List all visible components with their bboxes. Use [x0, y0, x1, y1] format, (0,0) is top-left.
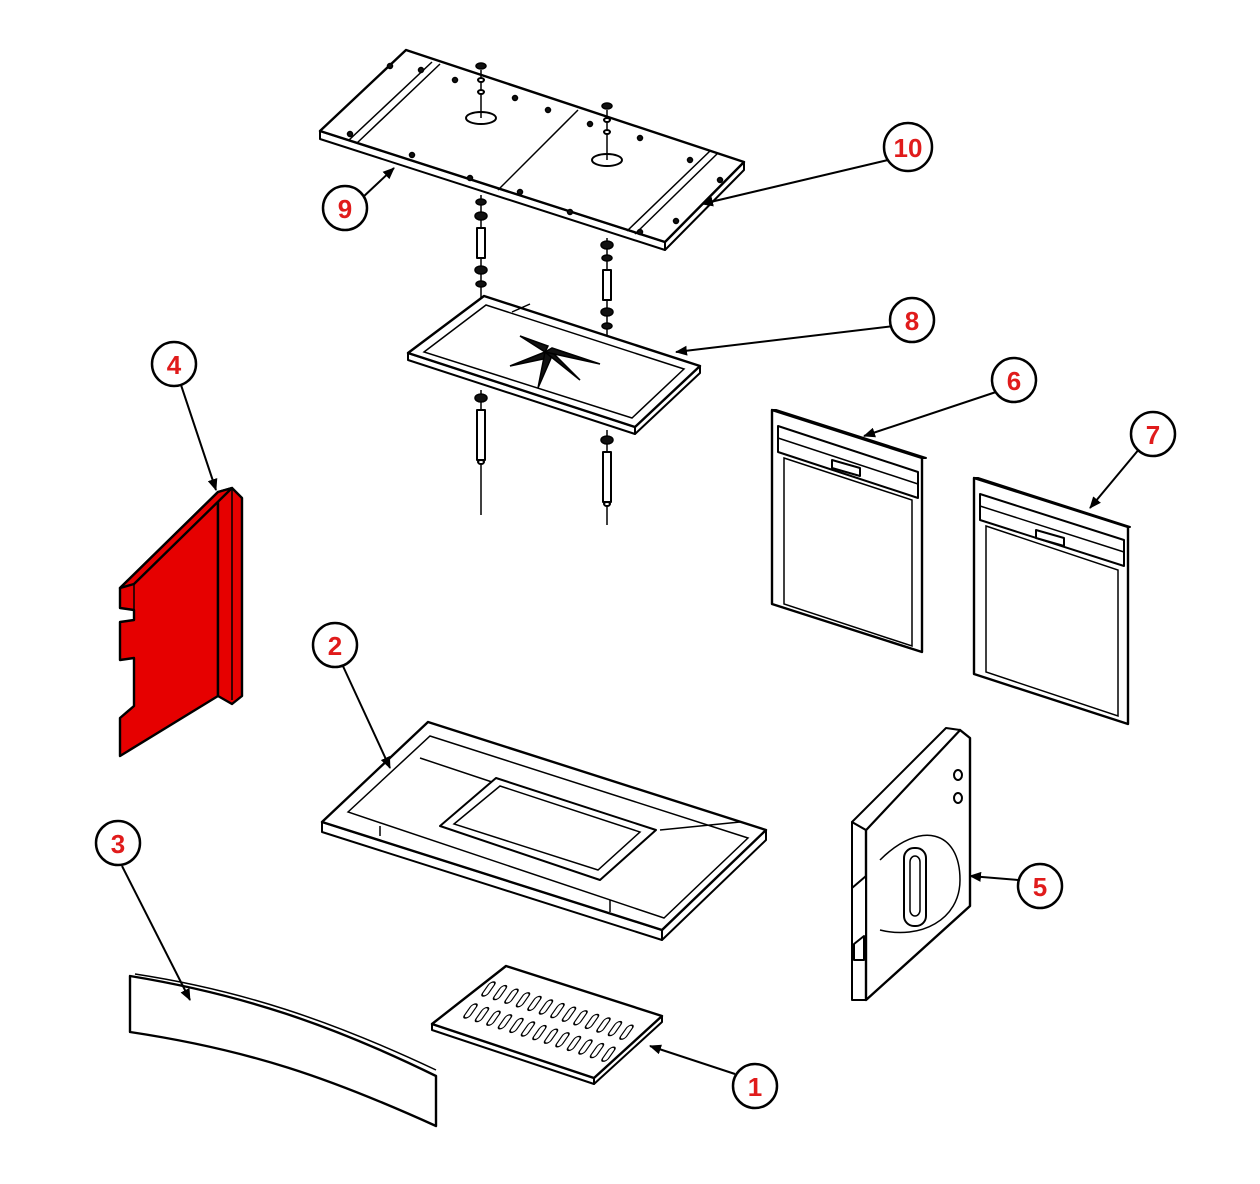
callout-10: 10 [882, 121, 934, 173]
grate-slot [573, 1010, 588, 1026]
part-base-frame[interactable] [320, 720, 768, 941]
part-side-brick-highlighted[interactable] [118, 486, 244, 758]
part-top-baffle-plate[interactable] [318, 48, 746, 251]
callout-3-label: 3 [111, 829, 125, 859]
grate-slot [532, 1024, 547, 1041]
callout-7: 7 [1129, 410, 1177, 458]
grate-slot [486, 1010, 501, 1026]
top-bolt-left [475, 62, 487, 118]
callout-4: 4 [150, 340, 198, 388]
tray-spider [509, 335, 601, 389]
callout-8-label: 8 [905, 306, 919, 336]
leader-lines [121, 159, 1141, 1075]
callout-4-label: 4 [167, 350, 182, 380]
callout-9-label: 9 [338, 194, 352, 224]
grate-slot [584, 1013, 600, 1030]
callout-1-label: 1 [748, 1072, 762, 1102]
callout-2-label: 2 [328, 631, 342, 661]
grate-slot [463, 1003, 478, 1019]
callout-9: 9 [321, 184, 369, 232]
grate-slot [504, 988, 519, 1004]
grate-slot [555, 1032, 570, 1048]
callout-10-label: 10 [894, 133, 923, 163]
callout-8: 8 [888, 296, 936, 344]
grate-slot [527, 995, 542, 1012]
part-side-brick-5[interactable] [851, 727, 972, 1002]
callout-2: 2 [311, 621, 359, 669]
callout-6-label: 6 [1007, 366, 1021, 396]
grate-slot [578, 1039, 593, 1055]
grate-slot [550, 1002, 565, 1019]
grate-slot [543, 1028, 559, 1044]
callout-6: 6 [990, 356, 1038, 404]
grate-slot [596, 1017, 611, 1033]
grate-slot [566, 1035, 582, 1052]
grate-slot [538, 999, 554, 1015]
grate-slot [589, 1042, 605, 1059]
grate-slot [520, 1021, 536, 1037]
grate-slot [601, 1046, 616, 1062]
grate-slots [463, 981, 634, 1062]
grate-slot [607, 1020, 623, 1037]
grate-slot [474, 1006, 490, 1023]
part-rear-brick-7[interactable] [972, 476, 1131, 726]
callout-5-label: 5 [1033, 872, 1047, 902]
grate-slot [515, 992, 531, 1008]
grate-slot [509, 1017, 524, 1034]
part-rear-brick-6[interactable] [770, 408, 927, 654]
grate-slot [619, 1024, 634, 1040]
grate-slot [561, 1006, 577, 1022]
callout-1: 1 [731, 1062, 779, 1110]
callout-7-label: 7 [1146, 420, 1160, 450]
tie-rods-lower [474, 390, 614, 525]
grate-slot [492, 984, 508, 1001]
part-front-lip[interactable] [128, 973, 438, 1128]
part-grate[interactable] [430, 964, 664, 1085]
callout-5: 5 [1016, 862, 1064, 910]
top-bolt-right [601, 102, 613, 160]
grate-slot [481, 981, 496, 997]
callout-3: 3 [94, 819, 142, 867]
grate-slot [497, 1014, 513, 1030]
part-tray-frame[interactable] [406, 294, 702, 435]
